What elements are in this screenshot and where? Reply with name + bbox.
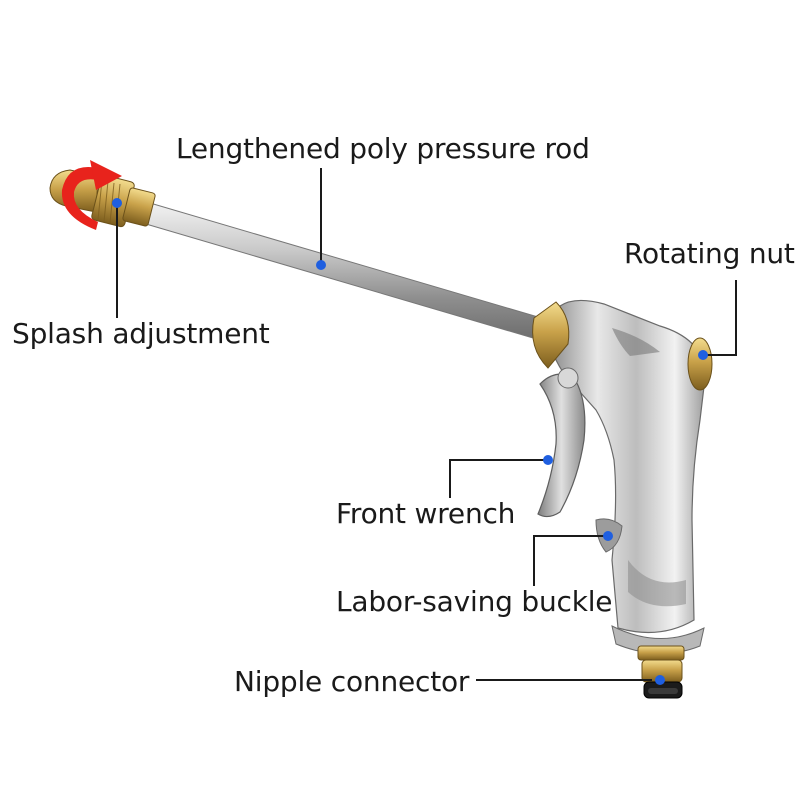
wrench-marker-dot	[543, 455, 553, 465]
nut-leader-line	[703, 280, 737, 356]
nipple-marker-dot	[655, 675, 665, 685]
wrench-leader-line	[449, 459, 548, 498]
leader-lines	[116, 168, 737, 681]
rotating-nut-label: Rotating nut	[624, 237, 795, 270]
labor-saving-buckle-label: Labor-saving buckle	[336, 585, 613, 618]
marker-dots	[112, 198, 708, 685]
rod-label: Lengthened poly pressure rod	[176, 132, 590, 165]
rod-marker-dot	[316, 260, 326, 270]
nut-marker-dot	[698, 350, 708, 360]
front-wrench-label: Front wrench	[336, 497, 516, 530]
nipple-connector-label: Nipple connector	[234, 665, 470, 698]
nipple-connector	[637, 645, 685, 699]
front-wrench-trigger	[537, 367, 586, 518]
buckle-leader-line	[533, 535, 608, 586]
splash-marker-dot	[112, 198, 122, 208]
curved-rotate-arrow-icon	[61, 160, 122, 230]
splash-adjustment-label: Splash adjustment	[12, 317, 270, 350]
buckle-marker-dot	[603, 531, 613, 541]
